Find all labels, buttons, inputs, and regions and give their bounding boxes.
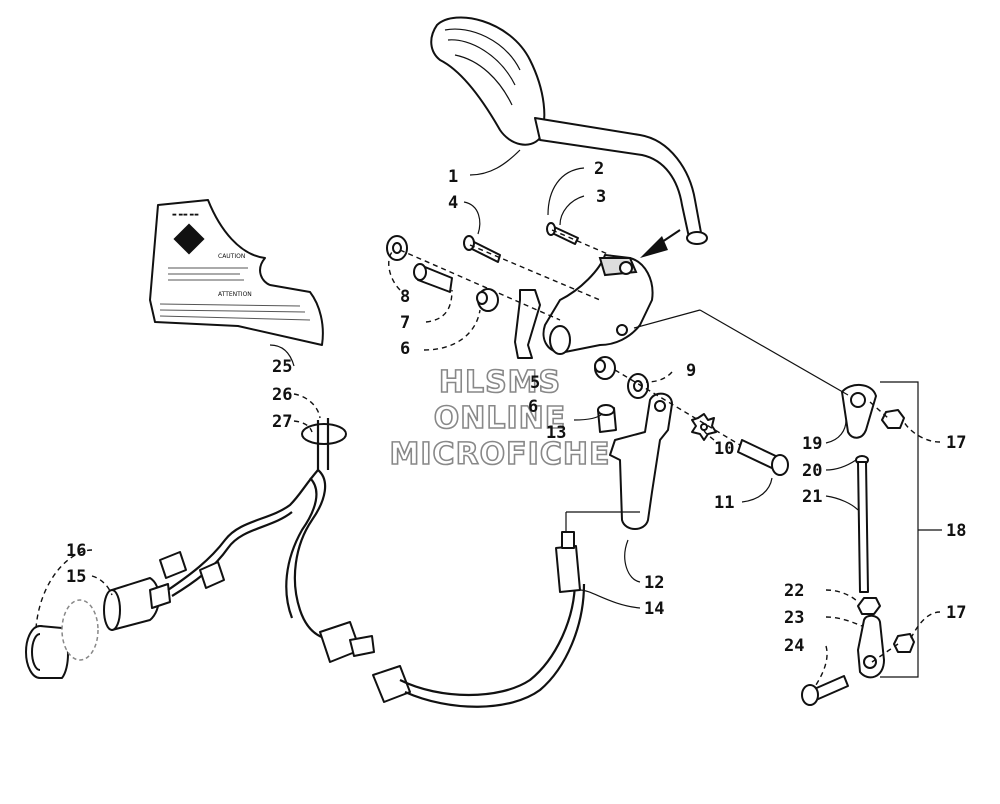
callout-18: 18 [946, 521, 966, 541]
wiring-harness [159, 469, 586, 708]
washer-part-9 [627, 373, 649, 399]
plate-part-12 [609, 392, 673, 530]
callout-13: 13 [546, 423, 566, 443]
callout-21: 21 [802, 487, 822, 507]
callout-16: 16 [66, 541, 86, 561]
callout-11: 11 [714, 493, 734, 513]
callout-2: 2 [594, 159, 604, 179]
callout-1: 1 [448, 167, 458, 187]
caution-decal: ▬ ▬▬ ▬▬ CAUTION ATTENTION [149, 199, 324, 346]
bolt-part-24 [801, 675, 849, 706]
bolt-part-13 [597, 404, 617, 433]
washer-part-8 [386, 235, 408, 261]
star-washer-part-10 [691, 413, 717, 441]
callout-17-upper: 17 [946, 433, 966, 453]
callout-23: 23 [784, 608, 804, 628]
callout-17-lower: 17 [946, 603, 966, 623]
callout-26: 26 [272, 385, 292, 405]
callout-15: 15 [66, 567, 86, 587]
callout-22: 22 [784, 581, 804, 601]
group-bracket-18 [880, 381, 942, 678]
arrow-pointer [640, 229, 681, 258]
decal-attention-text: ATTENTION [218, 291, 252, 298]
callout-12: 12 [644, 573, 664, 593]
nut-part-17-lower [893, 633, 915, 653]
callout-4: 4 [448, 193, 458, 213]
threaded-rod-part-21 [857, 461, 869, 593]
callout-6-lower: 6 [528, 397, 538, 417]
switch-part-15 [103, 577, 171, 631]
bushing-part-6-upper [476, 288, 499, 312]
nut-part-17-upper [881, 409, 905, 429]
nut-part-22 [857, 597, 881, 615]
decal-caution-text: CAUTION [218, 253, 245, 260]
callout-27: 27 [272, 412, 292, 432]
leader-lines [35, 149, 941, 689]
pin-part-2 [546, 222, 579, 245]
assembly-lines [399, 229, 899, 663]
callout-3: 3 [596, 187, 606, 207]
watermark: HLSMS ONLINE MICROFICHE [389, 364, 611, 473]
rod-end-part-23 [857, 614, 885, 679]
callout-9: 9 [686, 361, 696, 381]
callout-14: 14 [644, 599, 664, 619]
pin-part-4 [463, 235, 501, 263]
watermark-line-3: MICROFICHE [390, 437, 611, 472]
bolt-part-11 [737, 439, 789, 476]
handle-lever [430, 16, 708, 245]
callout-7: 7 [400, 313, 410, 333]
callout-5: 5 [530, 373, 540, 393]
bushing-part-6-lower [594, 356, 616, 380]
callout-6-upper: 6 [400, 339, 410, 359]
callout-24: 24 [784, 636, 804, 656]
watermark-line-2: ONLINE [434, 401, 567, 436]
callout-labels: 1 2 3 4 5 6 6 7 8 9 10 11 12 13 14 15 16… [66, 159, 966, 656]
callout-8: 8 [400, 287, 410, 307]
watermark-line-1: HLSMS [439, 365, 561, 400]
callout-25: 25 [272, 357, 292, 377]
ring-nut-part-16 [61, 599, 99, 661]
svg-text:▬ ▬▬ ▬▬: ▬ ▬▬ ▬▬ [172, 212, 199, 218]
pivot-bracket [514, 254, 654, 359]
callout-19: 19 [802, 434, 822, 454]
spacer-part-7 [413, 263, 453, 293]
callout-20: 20 [802, 461, 822, 481]
callout-10: 10 [714, 439, 734, 459]
bezel-part-16 [25, 625, 69, 679]
grommet-part-27 [301, 418, 347, 470]
rod-end-part-19 [841, 384, 877, 439]
